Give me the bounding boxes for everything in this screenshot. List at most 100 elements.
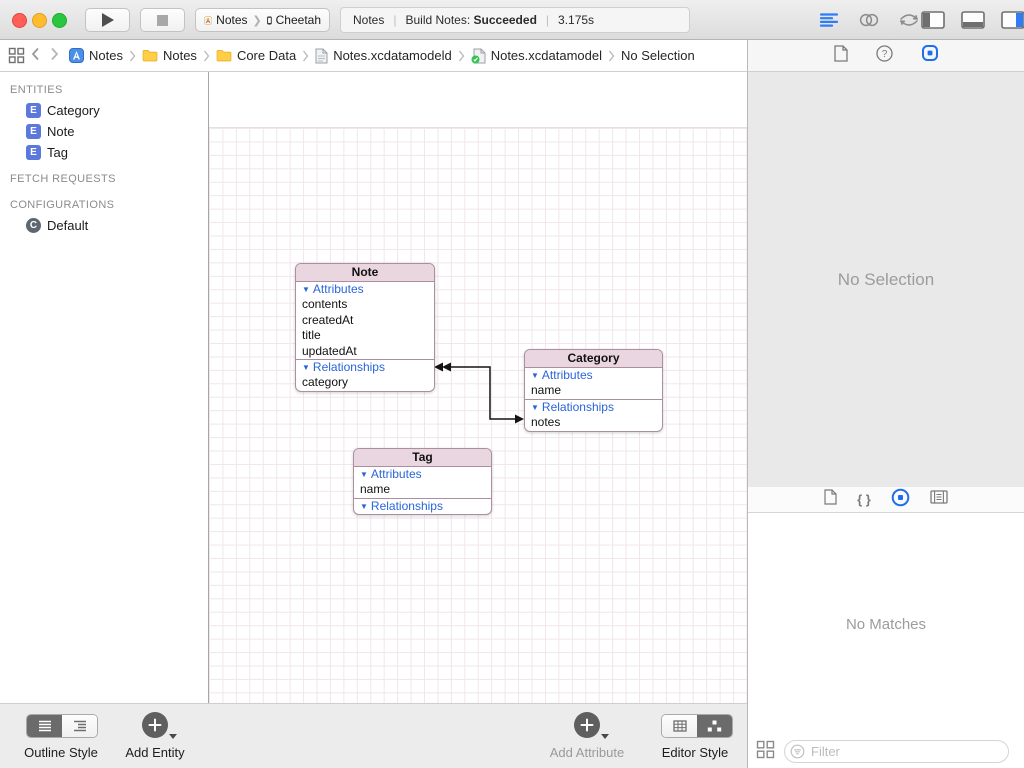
editor-style-segmented-control[interactable] [661, 714, 733, 738]
filter-input[interactable] [809, 743, 983, 760]
forward-button[interactable] [50, 47, 59, 64]
chevron-right-icon [51, 47, 59, 61]
relationships-section-row[interactable]: ▼Relationships [296, 358, 434, 375]
breadcrumb-group-notes[interactable]: Notes [142, 48, 197, 63]
entity-box-category[interactable]: Category ▼Attributes name ▼Relationships… [524, 349, 663, 432]
play-icon [101, 13, 114, 27]
inspector-panel-icon [1001, 11, 1024, 29]
navigator-panel-icon [921, 11, 945, 29]
activity-viewer[interactable]: Notes | Build Notes: Succeeded | 3.175s [340, 7, 690, 33]
related-items-button[interactable] [8, 47, 25, 64]
attribute-row[interactable]: updatedAt [302, 343, 357, 358]
breadcrumb-xcdatamodel[interactable]: Notes.xcdatamodel [471, 48, 602, 64]
related-items-icon [8, 47, 25, 64]
add-entity-button[interactable] [142, 712, 168, 738]
run-button[interactable] [85, 8, 130, 32]
media-library-tab[interactable] [930, 490, 948, 509]
breadcrumb-separator-icon [458, 50, 465, 62]
outline-style-segmented-control[interactable] [26, 714, 98, 738]
entity-title[interactable]: Tag [354, 449, 491, 467]
code-snippet-library-tab[interactable]: { } [857, 492, 871, 507]
attributes-section-row[interactable]: ▼Attributes [360, 467, 422, 481]
outline-style-hierarchical-segment[interactable] [62, 715, 97, 737]
attribute-row[interactable]: createdAt [302, 312, 354, 327]
back-button[interactable] [31, 47, 40, 64]
toggle-inspector-button[interactable] [998, 9, 1024, 31]
breadcrumb-label: Notes [162, 48, 197, 63]
library-bottom-bar [748, 735, 1024, 768]
sidebar-item-category[interactable]: E Category [0, 100, 208, 121]
plus-icon [580, 718, 594, 732]
sidebar-item-tag[interactable]: E Tag [0, 142, 208, 163]
entity-title[interactable]: Note [296, 264, 434, 282]
file-template-library-tab[interactable] [824, 489, 837, 510]
attribute-row[interactable]: name [531, 383, 562, 398]
sidebar-item-note[interactable]: E Note [0, 121, 208, 142]
table-icon [672, 720, 687, 732]
entity-title[interactable]: Category [525, 350, 662, 368]
add-entity-dropdown-icon[interactable] [169, 734, 177, 739]
attribute-row[interactable]: title [302, 328, 321, 343]
close-window-button[interactable] [12, 13, 27, 28]
assistant-editor-icon [859, 13, 879, 27]
editor-style-graph-segment[interactable] [697, 715, 732, 737]
sidebar-item-label: Note [47, 124, 75, 139]
iphone-icon [266, 16, 272, 24]
library-filter-field[interactable] [784, 740, 1009, 763]
disclosure-triangle-icon: ▼ [360, 501, 368, 511]
object-library-tab[interactable] [891, 488, 910, 512]
relationship-row[interactable]: notes [531, 415, 561, 430]
quick-help-tab[interactable]: ? [875, 44, 893, 67]
data-model-inspector-tab[interactable] [921, 44, 939, 67]
app-icon [69, 48, 84, 63]
toggle-debug-area-button[interactable] [958, 9, 988, 31]
add-attribute-button[interactable] [574, 712, 600, 738]
entity-box-tag[interactable]: Tag ▼Attributes name ▼Relationships [353, 448, 492, 516]
breadcrumb-label: No Selection [620, 48, 695, 63]
sidebar-item-default[interactable]: C Default [0, 215, 208, 236]
disclosure-triangle-icon: ▼ [360, 470, 368, 479]
filter-icon [790, 744, 805, 759]
file-icon [824, 489, 837, 505]
canvas-grid [209, 127, 747, 703]
scheme-selector[interactable]: Notes ❯ Cheetah [195, 8, 330, 32]
relationships-section-row[interactable]: ▼Relationships [525, 398, 662, 415]
disclosure-triangle-icon: ▼ [531, 371, 539, 380]
xcode-project-icon [204, 15, 213, 25]
model-file-checked-icon [471, 48, 486, 63]
attributes-section-row[interactable]: ▼Attributes [531, 368, 593, 382]
folder-icon [216, 50, 232, 62]
breadcrumb-no-selection[interactable]: No Selection [621, 48, 695, 63]
file-inspector-tab[interactable] [833, 44, 848, 67]
add-attribute-dropdown-icon[interactable] [601, 734, 609, 739]
disclosure-triangle-icon: ▼ [531, 402, 539, 412]
attribute-row[interactable]: name [360, 482, 391, 497]
library-grid-view-button[interactable] [756, 740, 775, 764]
stop-button[interactable] [140, 8, 185, 32]
entity-badge-icon: E [26, 145, 41, 160]
version-editor-button[interactable] [892, 9, 926, 31]
relationships-section-row[interactable]: ▼Relationships [354, 497, 491, 514]
breadcrumb-group-core-data[interactable]: Core Data [216, 48, 296, 63]
graph-icon [707, 720, 722, 732]
standard-editor-button[interactable] [812, 9, 846, 31]
breadcrumb-project[interactable]: Notes [69, 48, 123, 63]
braces-icon: { } [857, 492, 871, 507]
entity-box-note[interactable]: Note ▼Attributes contents createdAt titl… [295, 263, 435, 392]
toggle-navigator-button[interactable] [918, 9, 948, 31]
breadcrumb-xcdatamodeld[interactable]: Notes.xcdatamodeld [315, 48, 452, 64]
minimize-window-button[interactable] [32, 13, 47, 28]
jump-bar: Notes Notes Core Data [0, 40, 747, 72]
media-library-icon [930, 490, 948, 504]
attributes-section-row[interactable]: ▼Attributes [302, 282, 364, 296]
assistant-editor-button[interactable] [852, 9, 886, 31]
model-graph-canvas[interactable]: Note ▼Attributes contents createdAt titl… [209, 72, 747, 703]
breadcrumb-label: Core Data [236, 48, 297, 63]
zoom-window-button[interactable] [52, 13, 67, 28]
outline-style-flat-segment[interactable] [27, 715, 62, 737]
editor-style-table-segment[interactable] [662, 715, 697, 737]
chevron-right-icon: ❯ [252, 14, 262, 27]
relationship-row[interactable]: category [302, 375, 349, 390]
attribute-row[interactable]: contents [302, 297, 348, 312]
